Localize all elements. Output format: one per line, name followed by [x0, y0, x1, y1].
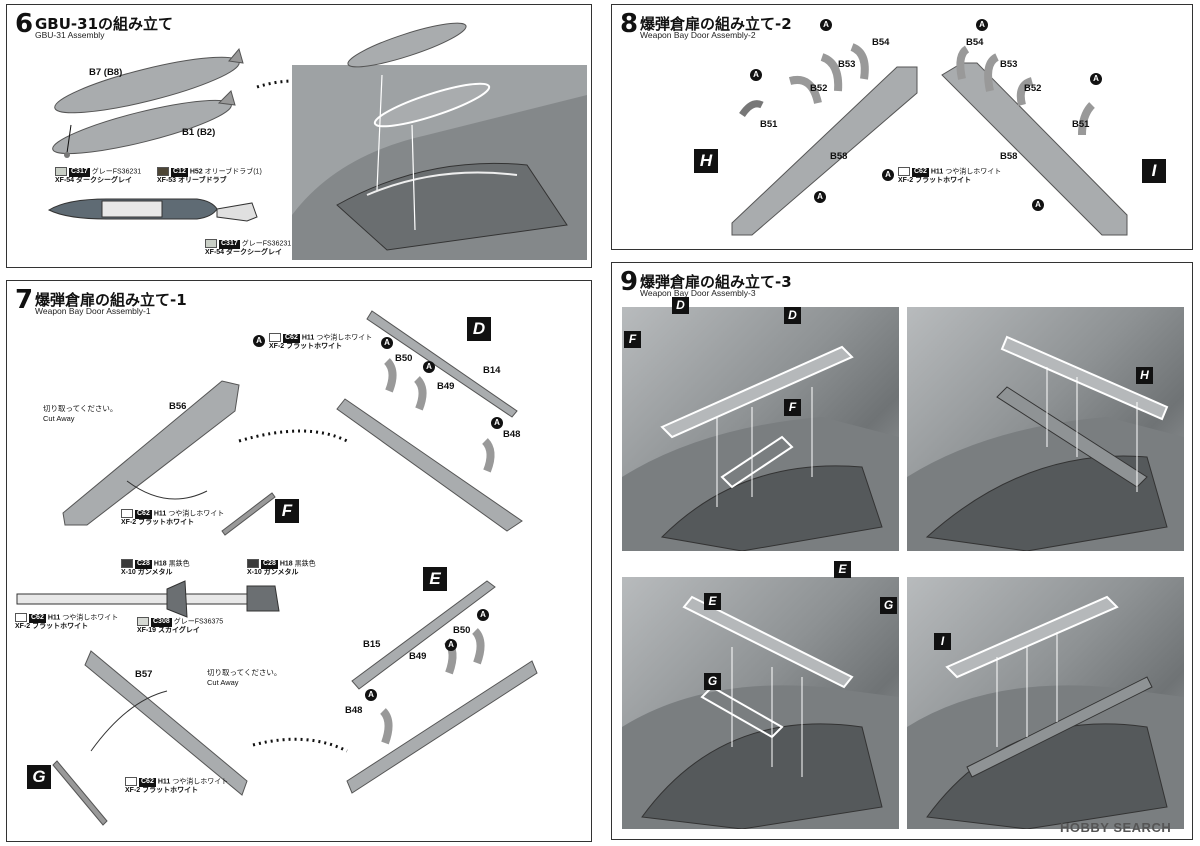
part-b14: B14 — [483, 365, 501, 376]
part-b50-lower: B50 — [453, 625, 471, 636]
step8-illustration — [731, 43, 1128, 236]
label-e-inset: E — [834, 561, 851, 578]
callout-a-paint: A — [882, 169, 894, 181]
part-b1: B1 (B2) — [182, 127, 216, 138]
step8-title: 爆弾倉扉の組み立て-2 — [640, 15, 792, 33]
part-b52: B52 — [810, 83, 828, 94]
photo-bottom-left — [622, 577, 899, 829]
label-d-photo: D — [784, 307, 801, 324]
part-b49-lower: B49 — [409, 651, 427, 662]
label-e-photo: E — [704, 593, 721, 610]
part-b56: B56 — [169, 401, 187, 412]
part-b15: B15 — [363, 639, 381, 650]
step7-illustration — [16, 310, 538, 826]
step8-number: 8 — [620, 9, 639, 39]
label-e: E — [423, 567, 447, 591]
label-h: H — [694, 149, 718, 173]
step9-title: 爆弾倉扉の組み立て-3 — [640, 273, 792, 291]
step9-subtitle: Weapon Bay Door Assembly-3 — [640, 288, 756, 298]
callout-a-b49-lower: A — [445, 639, 457, 651]
part-b51-right: B51 — [1072, 119, 1090, 130]
step7-number: 7 — [15, 285, 34, 315]
label-f-inset: F — [624, 331, 641, 348]
part-b50: B50 — [395, 353, 413, 364]
label-f-photo: F — [784, 399, 801, 416]
label-d: D — [467, 317, 491, 341]
photo-top-left — [622, 307, 899, 551]
label-i-photo: I — [934, 633, 951, 650]
callout-a-header: A — [253, 335, 265, 347]
callout-a-b48-lower: A — [365, 689, 377, 701]
part-b48-lower: B48 — [345, 705, 363, 716]
part-b54-right: B54 — [966, 37, 984, 48]
part-b58-right: B58 — [1000, 151, 1018, 162]
label-f: F — [275, 499, 299, 523]
callout-a-b49: A — [423, 361, 435, 373]
step9-panel: 9 爆弾倉扉の組み立て-3 Weapon Bay Door Assembly-3 — [611, 262, 1193, 840]
label-h-photo: H — [1136, 367, 1153, 384]
label-g: G — [27, 765, 51, 789]
part-b49: B49 — [437, 381, 455, 392]
photo-top-right — [907, 307, 1184, 551]
part-b53: B53 — [838, 59, 856, 70]
step6-number: 6 — [15, 9, 34, 39]
part-b58: B58 — [830, 151, 848, 162]
hobby-search-watermark: HOBBY SEARCH — [1060, 820, 1172, 835]
callout-a-b50: A — [381, 337, 393, 349]
step6-illustration — [47, 22, 587, 260]
step7-title: 爆弾倉扉の組み立て-1 — [35, 291, 187, 309]
cut-away-2: 切り取ってください。Cut Away — [207, 668, 282, 687]
step6-title: GBU-31の組み立て — [35, 15, 174, 33]
label-d-inset: D — [672, 297, 689, 314]
step6-panel: 6 GBU-31の組み立て GBU-31 Assembly B7 (B8) B1… — [6, 4, 592, 268]
part-b52-right: B52 — [1024, 83, 1042, 94]
callout-a-b48: A — [491, 417, 503, 429]
label-g-inset: G — [880, 597, 897, 614]
callout-a-3: A — [814, 191, 826, 203]
step6-subtitle: GBU-31 Assembly — [35, 30, 105, 40]
callout-a-b50-lower: A — [477, 609, 489, 621]
step8-panel: 8 爆弾倉扉の組み立て-2 Weapon Bay Door Assembly-2… — [611, 4, 1193, 250]
part-b48: B48 — [503, 429, 521, 440]
part-b7: B7 (B8) — [89, 67, 123, 78]
label-i: I — [1142, 159, 1166, 183]
part-b53-right: B53 — [1000, 59, 1018, 70]
part-b57: B57 — [135, 669, 153, 680]
callout-a-1: A — [820, 19, 832, 31]
callout-a-5: A — [1090, 73, 1102, 85]
part-b51: B51 — [760, 119, 778, 130]
callout-a-4: A — [976, 19, 988, 31]
callout-a-6: A — [1032, 199, 1044, 211]
part-b54: B54 — [872, 37, 890, 48]
cut-away-1: 切り取ってください。Cut Away — [43, 404, 118, 423]
photo-bottom-right — [907, 577, 1184, 829]
step9-number: 9 — [620, 267, 639, 297]
callout-a-2: A — [750, 69, 762, 81]
label-g-photo: G — [704, 673, 721, 690]
step8-subtitle: Weapon Bay Door Assembly-2 — [640, 30, 756, 40]
step7-subtitle: Weapon Bay Door Assembly-1 — [35, 306, 151, 316]
step7-panel: 7 爆弾倉扉の組み立て-1 Weapon Bay Door Assembly-1… — [6, 280, 592, 842]
